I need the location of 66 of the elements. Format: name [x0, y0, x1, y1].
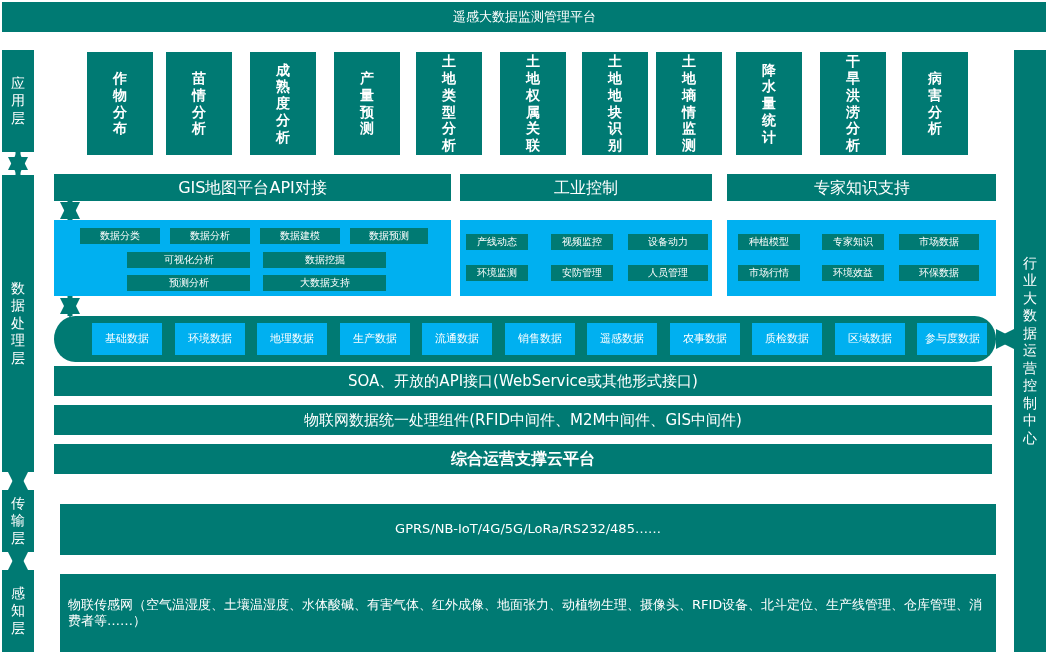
module-box: 苗情分析	[166, 52, 232, 155]
feature-box: 数据分类	[80, 228, 160, 244]
feature-box: 环境效益	[822, 265, 884, 281]
data-box: 流通数据	[422, 323, 492, 355]
data-box: 基础数据	[92, 323, 162, 355]
module-box: 土地权属关联	[500, 52, 566, 155]
module-box: 干旱洪涝分析	[820, 52, 886, 155]
data-box: 区域数据	[834, 323, 905, 355]
feature-box: 市场数据	[899, 234, 979, 250]
section-panel	[54, 220, 451, 296]
double-arrow	[8, 470, 28, 492]
section-panel	[460, 220, 712, 296]
data-box: 生产数据	[339, 323, 410, 355]
title-bar: 遥感大数据监测管理平台	[2, 2, 1046, 32]
layer-bar: 综合运营支撑云平台	[54, 444, 992, 474]
module-box: 作物分布	[87, 52, 153, 155]
feature-box: 设备动力	[628, 234, 708, 250]
layer-bar: 物联传感网（空气温湿度、土壤温湿度、水体酸碱、有害气体、红外成像、地面张力、动植物生理、摄像头、RFID设备、北斗定位、生产线管理、仓库管理、消费者等……）	[60, 574, 996, 652]
layer-bar: 物联网数据统一处理组件(RFID中间件、M2M中间件、GIS中间件)	[54, 405, 992, 435]
feature-box: 种植模型	[738, 234, 800, 250]
feature-box: 环境监测	[466, 265, 528, 281]
feature-box: 数据挖掘	[263, 252, 386, 268]
data-box: 参与度数据	[917, 323, 987, 355]
feature-box: 可视化分析	[127, 252, 250, 268]
double-arrow	[994, 329, 1016, 349]
module-box: 产量预测	[334, 52, 400, 155]
module-box: 成熟度分析	[250, 52, 316, 155]
double-arrow	[8, 150, 28, 177]
section-header: 专家知识支持	[727, 174, 996, 201]
data-band	[54, 316, 996, 362]
feature-box: 安防管理	[551, 265, 613, 281]
feature-box: 视频监控	[551, 234, 613, 250]
feature-box: 数据预测	[350, 228, 428, 244]
layer-label: 感知层	[2, 570, 34, 652]
feature-box: 产线动态	[466, 234, 528, 250]
module-box: 病害分析	[902, 52, 968, 155]
feature-box: 环保数据	[899, 265, 979, 281]
section-header: GIS地图平台API对接	[54, 174, 451, 201]
data-box: 销售数据	[504, 323, 575, 355]
data-box: 农事数据	[669, 323, 740, 355]
double-arrow	[60, 199, 80, 222]
double-arrow	[60, 294, 80, 318]
feature-box: 数据分析	[170, 228, 250, 244]
data-box: 环境数据	[174, 323, 245, 355]
section-header: 工业控制	[460, 174, 712, 201]
data-box: 地理数据	[257, 323, 327, 355]
feature-box: 人员管理	[628, 265, 708, 281]
feature-box: 数据建模	[260, 228, 340, 244]
module-box: 土地类型分析	[416, 52, 482, 155]
data-box: 质检数据	[752, 323, 822, 355]
feature-box: 专家知识	[822, 234, 884, 250]
layer-label: 传输层	[2, 490, 34, 552]
module-box: 土地地块识别	[582, 52, 648, 155]
module-box: 土地墒情监测	[656, 52, 722, 155]
section-panel	[727, 220, 996, 296]
layer-bar: GPRS/NB-IoT/4G/5G/LoRa/RS232/485……	[60, 504, 996, 555]
layer-label: 行业大数据运营控制中心	[1014, 50, 1046, 652]
data-box: 遥感数据	[587, 323, 657, 355]
layer-label: 应用层	[2, 50, 34, 152]
double-arrow	[8, 550, 28, 572]
feature-box: 市场行情	[738, 265, 800, 281]
feature-box: 大数据支持	[263, 275, 386, 291]
feature-box: 预测分析	[127, 275, 250, 291]
module-box: 降水量统计	[736, 52, 802, 155]
layer-bar: SOA、开放的API接口(WebService或其他形式接口)	[54, 366, 992, 396]
layer-label: 数据处理层	[2, 175, 34, 472]
